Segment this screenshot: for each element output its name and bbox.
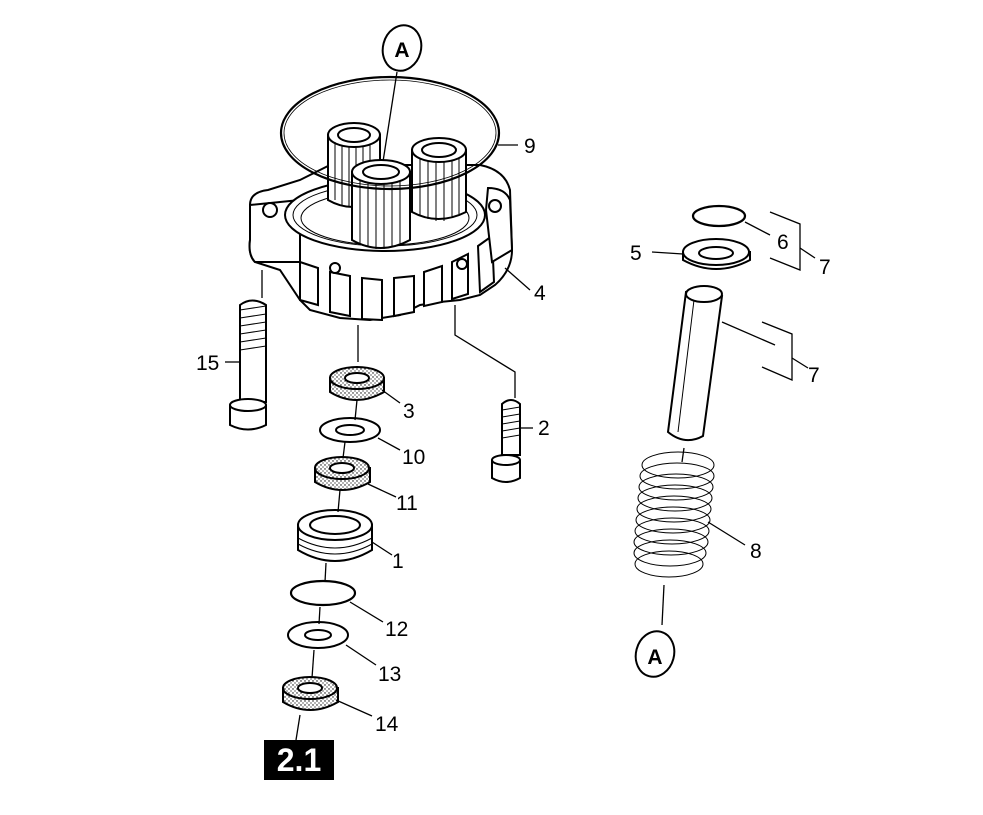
o-ring-6 [691, 204, 771, 236]
label-part-13: 13 [378, 663, 401, 686]
label-part-9: 9 [524, 135, 536, 158]
label-part-8: 8 [750, 540, 762, 563]
o-ring-12 [289, 579, 384, 623]
label-part-11: 11 [396, 492, 418, 515]
valve-cage-center [351, 159, 411, 249]
seal-ring-5 [651, 238, 751, 270]
bracket-7-lower [721, 321, 809, 381]
label-part-10: 10 [402, 446, 425, 469]
o-ring-9 [279, 75, 501, 191]
pump-head-housing [248, 122, 514, 322]
washer-10 [319, 417, 401, 451]
label-part-6: 6 [777, 231, 789, 254]
label-part-14: 14 [375, 713, 399, 736]
label-part-1: 1 [392, 550, 404, 573]
marker-a-bottom-letter: A [647, 646, 662, 669]
section-badge: 2.1 [264, 740, 334, 780]
bracket-7-upper [769, 211, 816, 271]
screw-15 [225, 270, 267, 431]
washer-13 [287, 621, 377, 666]
label-part-15: 15 [196, 352, 219, 375]
label-part-3: 3 [403, 400, 415, 423]
marker-a-top: A [381, 24, 423, 169]
seal-14 [282, 676, 373, 741]
label-part-12: 12 [385, 618, 408, 641]
seal-3 [329, 366, 401, 404]
marker-a-top-letter: A [394, 39, 409, 62]
marker-a-bottom: A [634, 630, 676, 678]
valve-cage-right [411, 137, 467, 221]
label-part-4: 4 [534, 282, 546, 305]
piston [666, 285, 724, 442]
label-part-7-lower: 7 [808, 364, 820, 387]
spring-8 [633, 447, 746, 626]
label-part-2: 2 [538, 417, 550, 440]
label-part-7-upper: 7 [819, 256, 831, 279]
sleeve-1 [297, 509, 393, 562]
label-part-5: 5 [630, 242, 642, 265]
seal-11 [314, 456, 397, 498]
screw-2 [454, 305, 533, 483]
